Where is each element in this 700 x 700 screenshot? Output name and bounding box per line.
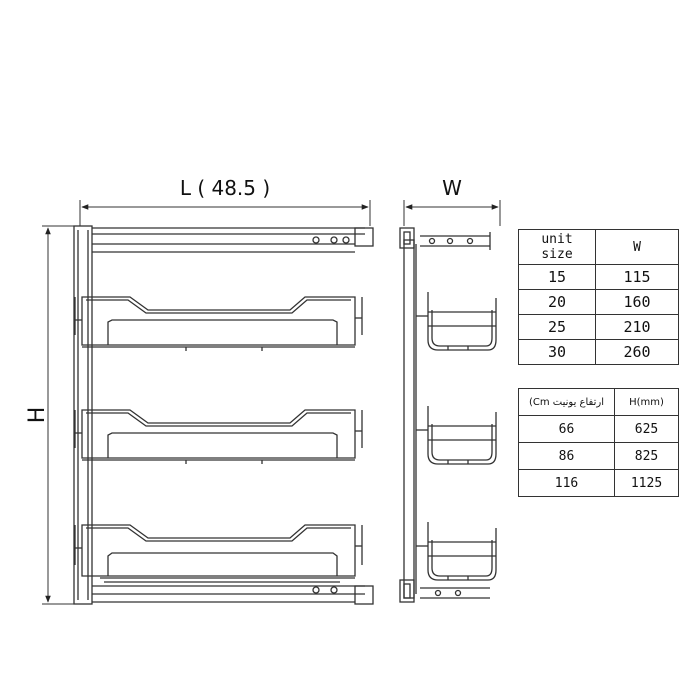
table-row: 15 115: [518, 264, 679, 290]
header-size: size: [541, 247, 573, 262]
w-cell: 260: [595, 339, 679, 365]
table-row: 116 1125: [518, 469, 679, 497]
length-label: L ( 48.5 ): [180, 176, 270, 200]
unit-size-cell: 30: [518, 339, 596, 365]
unit-height-cell: 66: [518, 415, 615, 443]
table-row: 30 260: [518, 339, 679, 365]
unit-height-cell: 116: [518, 469, 615, 497]
table-row: 66 625: [518, 415, 679, 443]
side-basket-3: [416, 522, 497, 581]
front-shelf-2: [74, 409, 363, 464]
table-header: (Cm ارتفاع یونیت H(mm): [518, 388, 679, 416]
w-cell: 115: [595, 264, 679, 290]
w-cell: 160: [595, 289, 679, 315]
height-label: H: [25, 407, 50, 424]
header-unit: unit: [541, 232, 573, 247]
length-dimension: [79, 200, 371, 226]
unit-height-cell: 86: [518, 442, 615, 470]
front-shelf-3: [74, 524, 363, 577]
unit-size-cell: 25: [518, 314, 596, 340]
width-dimension: [403, 200, 501, 226]
h-cell: 825: [614, 442, 679, 470]
side-basket-1: [416, 292, 497, 351]
h-cell: 625: [614, 415, 679, 443]
height-dimension: [42, 225, 76, 605]
front-shelf-1: [74, 296, 363, 351]
h-cell: 1125: [614, 469, 679, 497]
header-h: H(mm): [614, 388, 679, 416]
side-view: [399, 227, 497, 603]
table-row: 86 825: [518, 442, 679, 470]
table-row: 25 210: [518, 314, 679, 340]
height-table: (Cm ارتفاع یونیت H(mm) 66 625 86 825 116…: [518, 388, 679, 497]
table-row: 20 160: [518, 289, 679, 315]
side-basket-2: [416, 406, 497, 465]
unit-size-cell: 20: [518, 289, 596, 315]
front-view: [73, 225, 374, 605]
w-cell: 210: [595, 314, 679, 340]
unit-size-cell: 15: [518, 264, 596, 290]
header-w: W: [595, 229, 679, 265]
header-unit-height: (Cm ارتفاع یونیت: [518, 388, 615, 416]
width-label: W: [442, 176, 462, 200]
